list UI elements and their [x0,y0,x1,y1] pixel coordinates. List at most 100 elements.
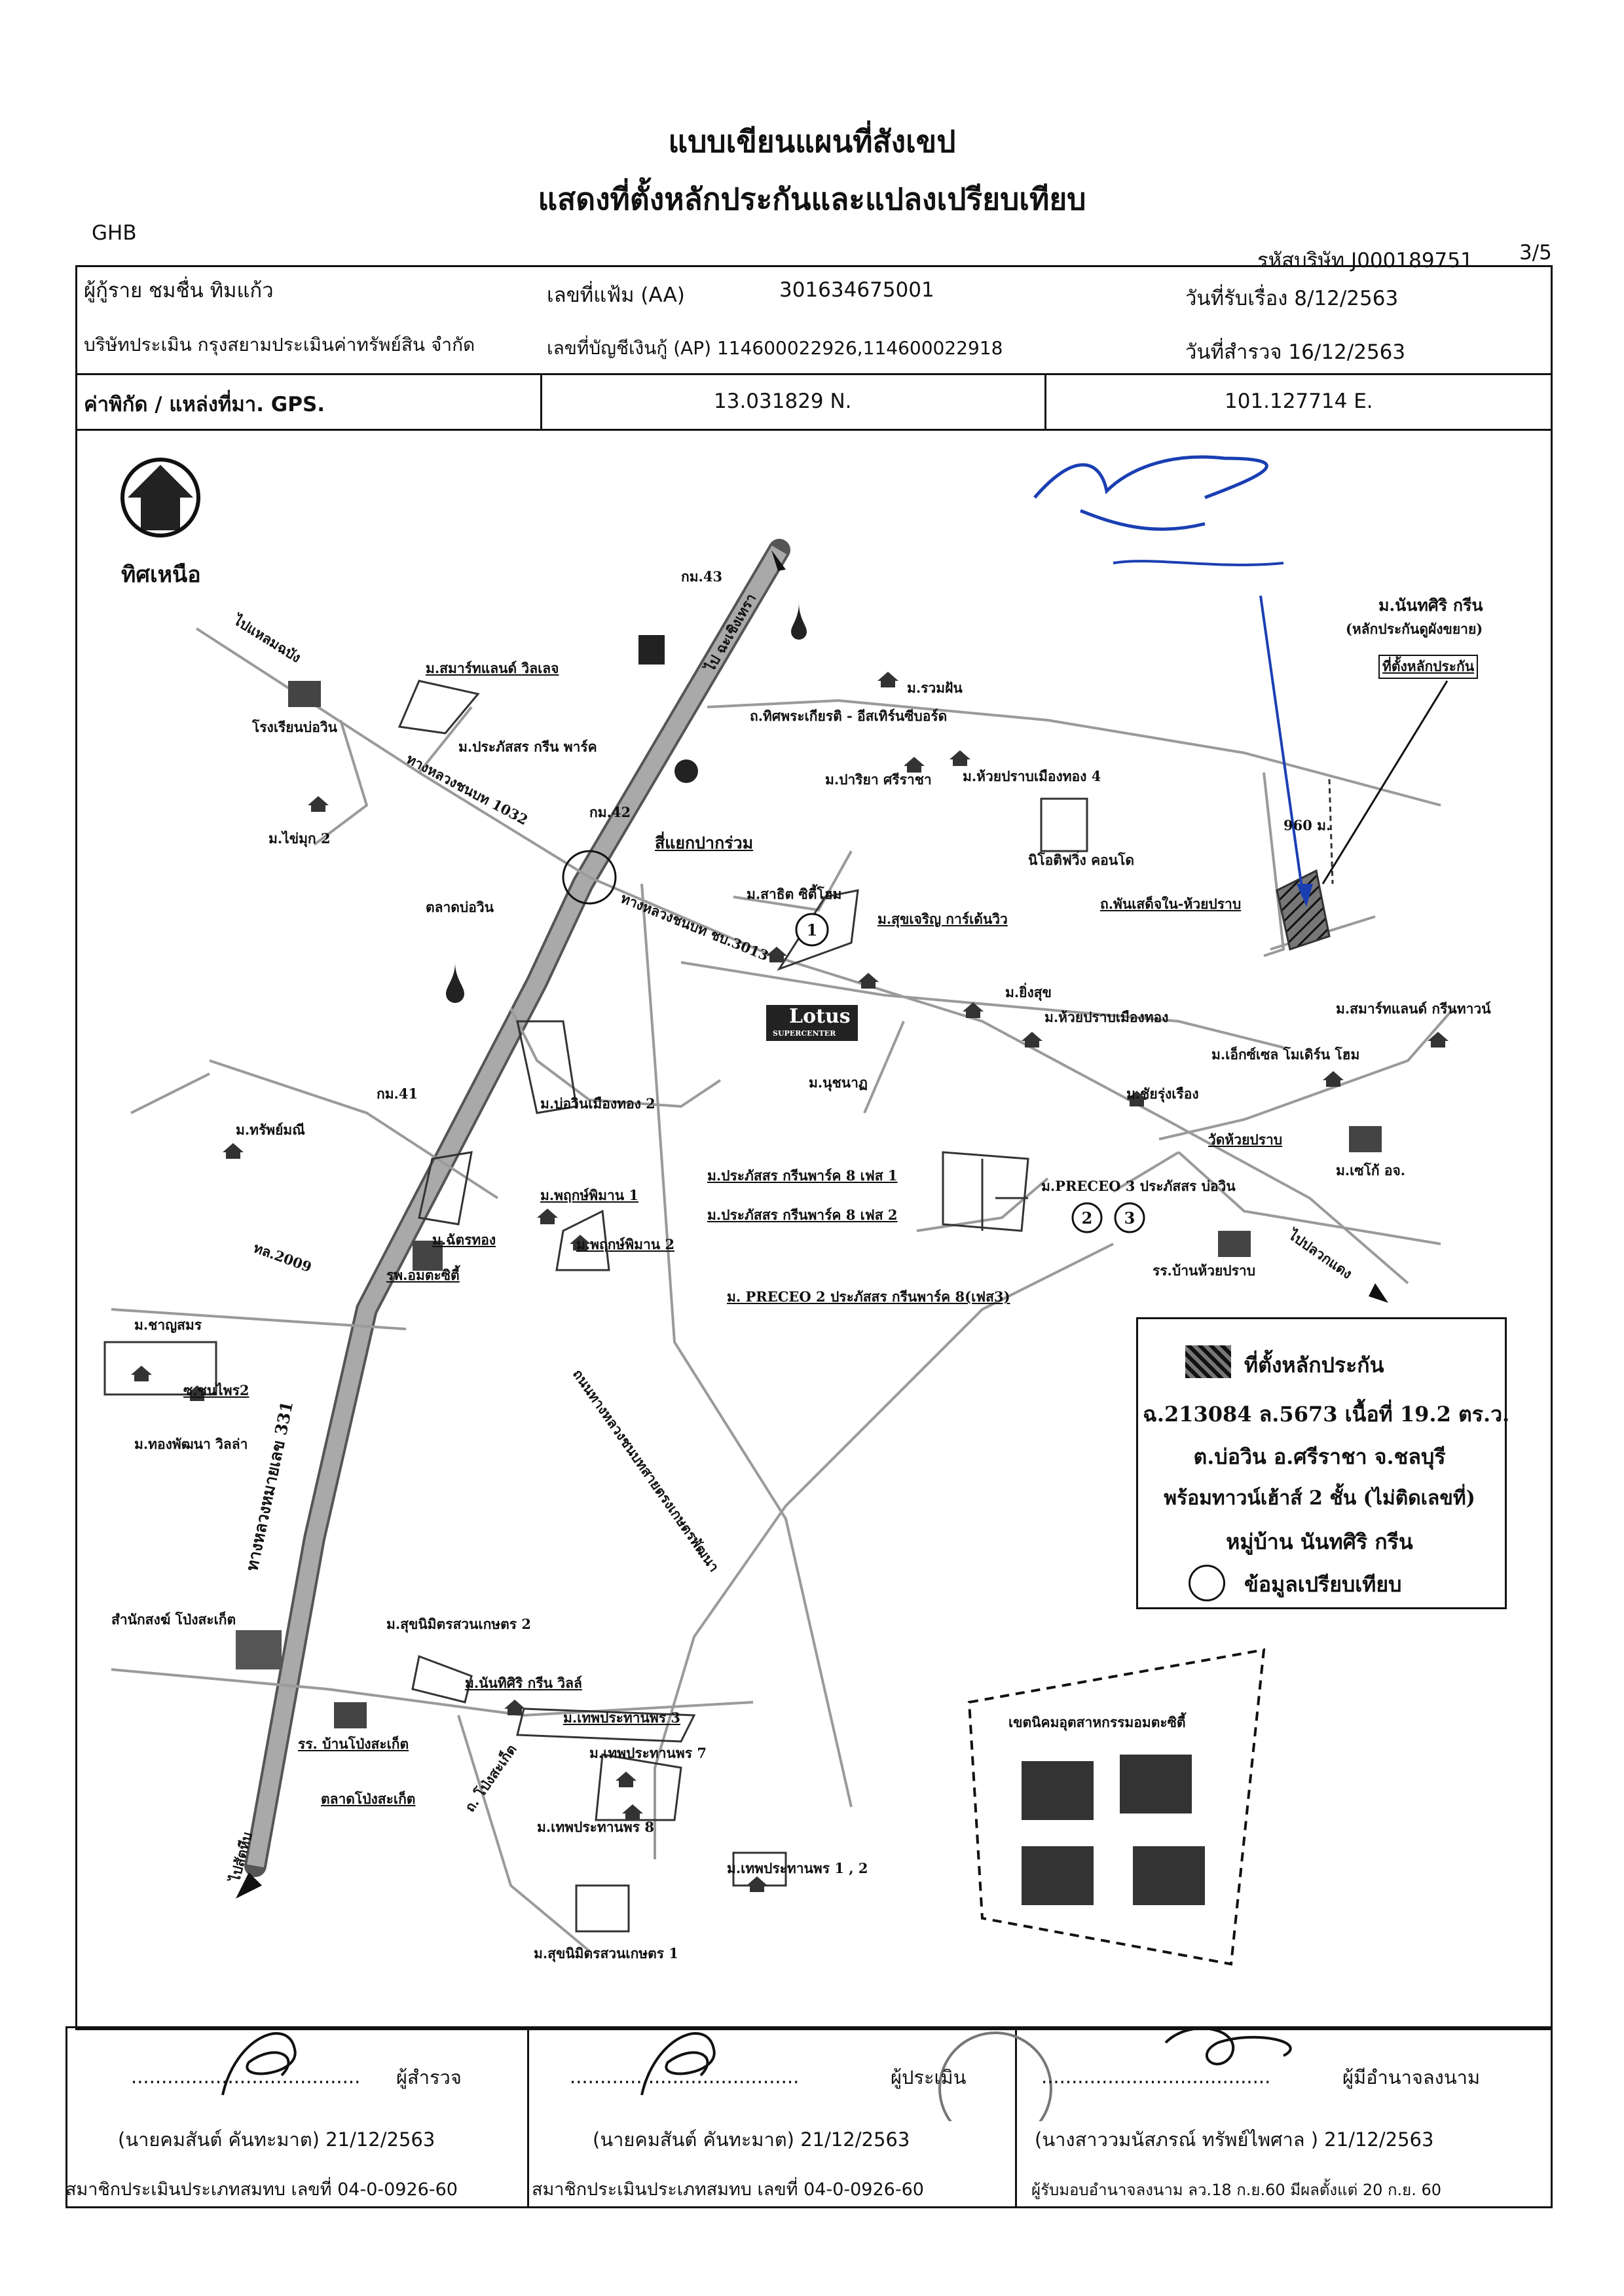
condo-icon [1040,797,1088,852]
km42-label: กม.42 [589,804,631,820]
industrial-label: เขตนิคมอุตสาหกรรมอมตะซิตี้ [1008,1714,1186,1730]
coord-sep-1 [540,373,542,431]
handwritten-signatures [221,2027,1292,2121]
theppratan8-label: ม.เทพประทานพร 8 [537,1819,654,1835]
account-no: เลขที่บัญชีเงินกู้ (AP) 114600022926,114… [547,337,1003,359]
appraiser-role: ผู้ประเมิน [891,2066,967,2088]
road-thitphra-label: ถ.ทิศพระเกียรติ - อีสเทิร์นซีบอร์ด [750,708,948,724]
north-label: ทิศเหนือ [121,562,201,588]
nunthiri-green-label: ม.นันทศิริ กรีน [1378,596,1483,615]
road-chonprai-label: ซ.ชนไพร2 [183,1382,249,1398]
appraiser-name: (นายคมสันต์ คันทะมาต) 21/12/2563 [593,2128,910,2151]
authorized-note: ผู้รับมอบอำนาจลงนาม ลว.18 ก.ย.60 มีผลตั้… [1031,2181,1442,2199]
north-arrow-icon [120,458,200,538]
theppratan12-label: ม.เทพประทานพร 1 , 2 [727,1860,868,1876]
hospital-icon [413,1241,443,1271]
ruamfan-label: ม.รวมฝัน [907,680,963,696]
collateral-note-label: (หลักประกันดูผังขยาย) [1346,621,1483,637]
surveyor-name: (นายคมสันต์ คันทะมาต) 21/12/2563 [118,2128,435,2151]
survey-date: วันที่สำรวจ 16/12/2563 [1185,340,1406,364]
bank-code: GHB [92,221,137,245]
pen-signature-icon [1033,455,1268,531]
huaypraab4-label: ม.ห้วยปราบเมืองทอง 4 [963,768,1101,784]
house-icons [131,672,1449,1892]
legend-collateral: ที่ตั้งหลักประกัน [1244,1353,1384,1377]
monastery-label: สำนักสงฆ์ โป่งสะเก็ต [111,1611,236,1628]
surveyor-member: สมาชิกประเมินประเภทสมทบ เลขที่ 04-0-0926… [65,2179,458,2200]
charoensomporn-label: ม.ชาญสมร [134,1317,202,1333]
lotus-logo-icon [766,1005,858,1041]
main-frame [75,265,1553,2030]
coord-label: ค่าพิกัด / แหล่งที่มา. GPS. [84,393,325,416]
pruksa2-label: ม.พฤกษ์พิมาน 2 [576,1236,675,1252]
chairung-label: ม.ชัยรุ่งเรือง [1126,1085,1199,1102]
title-line2: แสดงที่ตั้งหลักประกันและแปลงเปรียบเทียบ [538,181,1086,217]
collateral-pos-label: ที่ตั้งหลักประกัน [1378,655,1479,679]
appraiser-company: บริษัทประเมิน กรุงสยามประเมินค่าทรัพย์สิ… [84,334,475,355]
legend-line1: ฉ.213084 ล.5673 เนื้อที่ 19.2 ตร.ว. [1143,1402,1510,1427]
sathit-label: ม.สาธิต ซิตี้โฮม [747,886,842,902]
comp-1-label: 1 [807,920,818,939]
factory-cluster-icons [1022,1755,1205,1905]
coord-sep-2 [1044,373,1046,431]
school-huaypraab-label: รร.บ้านห้วยปราบ [1153,1262,1256,1279]
signature-top-line [65,2026,1551,2028]
thongpatana-label: ม.ทองพัฒนา วิลล่า [134,1436,248,1452]
chitthong-label: ม.ฉัตรทอง [432,1231,496,1248]
legend-box [1136,1317,1507,1609]
bank-icon [638,635,665,665]
pruksa1-label: ม.พฤกษ์พิมาน 1 [540,1187,639,1203]
arrow-plodaeng-icon [1369,1283,1388,1303]
gas-station-icon-2 [446,962,464,1003]
header-divider [75,373,1551,375]
pg8-2-label: ม.ประภัสสร กรีนพาร์ค 8 เฟส 2 [707,1207,898,1223]
longitude: 101.127714 E. [1225,390,1373,413]
map-canvas: 1 2 3 [103,455,1455,1966]
legend-line3: พร้อมทาวน์เฮ้าส์ 2 ชั้น (ไม่ติดเลขที่) [1164,1487,1475,1510]
wat-huaypraab-label: วัดห้วยปราบ [1208,1131,1283,1148]
preceo3-label: ม.PRECEO 3 ประภัสสร บ่อวิน [1041,1178,1236,1194]
school-bowin-label: โรงเรียนบ่อวิน [252,719,338,735]
intersection-marker [562,850,617,905]
legend-circle-swatch [1189,1565,1225,1601]
prakasit-green-park-label: ม.ประภัสสร กรีน พาร์ค [458,738,597,755]
lotus-sub-label: SUPERCENTER [773,1029,836,1038]
borrower: ผู้กู้ราย ชมชื่น ทิมแก้ว [84,279,274,302]
collateral-pointer [1259,595,1304,898]
comp-2-label: 2 [1082,1209,1093,1228]
signature-sep-1 [527,2026,529,2208]
school-bowin-icon [288,681,321,707]
suknimit1-label: ม.สุขนิมิตรสวนเกษตร 1 [534,1945,678,1961]
comparison-markers [795,913,1145,1233]
pg8-1-label: ม.ประภัสสร กรีนพาร์ค 8 เฟส 1 [707,1167,898,1184]
market-bowin-label: ตลาดบ่อวิน [426,899,494,915]
singsuk-label: ม.ยิ่งสุข [1005,984,1052,1000]
huaypraab-label: ม.ห้วยปราบเมืองทอง [1044,1009,1169,1025]
smart-village-label: ม.สมาร์ทแลนด์ วิลเลจ [426,660,559,676]
appraiser-member: สมาชิกประเมินประเภทสมทบ เลขที่ 04-0-0926… [532,2179,924,2200]
hospital-label: รพ.อมตะซิตี้ [386,1267,460,1283]
company-code: รหัสบริษัท J000189751 [1257,249,1473,272]
niyo-label: นิโอติฟวิ่ง คอนโด [1028,852,1135,868]
bowin2-label: ม.บ่อวินเมืองทอง 2 [540,1095,655,1112]
authorized-role: ผู้มีอำนาจลงนาม [1342,2066,1481,2088]
landmark-icons [236,602,1382,1728]
km43-label: กม.43 [681,568,723,585]
dist960-label: 960 ม. [1283,817,1331,833]
lotus-label: Lotus [789,1005,851,1028]
school-icon [1218,1231,1251,1257]
smart-green-label: ม.สมาร์ทแลนด์ กรีนทาวน์ [1336,1000,1491,1017]
arrow-sattahip-icon [236,1872,262,1899]
theppratan7-label: ม.เทพประทานพร 7 [589,1745,707,1761]
legend-comparison: ข้อมูลเปรียบเทียบ [1244,1572,1402,1597]
school-pong-icon [334,1702,367,1728]
received-date: วันที่รับเรื่อง 8/12/2563 [1185,287,1399,310]
legend-hatch-swatch [1185,1345,1231,1378]
school-pong-label: รร. บ้านโป่งสะเก็ต [298,1736,409,1752]
file-no-label: เลขที่แฟ้ม (AA) [547,283,685,307]
signature-sep-2 [1015,2026,1017,2208]
pearl2-label: ม.ไข่มุก 2 [268,830,331,847]
arrow-chachoeng-icon [771,550,786,571]
serco-label: ม.เซโก้ อจ. [1336,1162,1406,1178]
preceo2-label: ม. PRECEO 2 ประภัสสร กรีนพาร์ค 8(เฟส3) [727,1288,1010,1305]
